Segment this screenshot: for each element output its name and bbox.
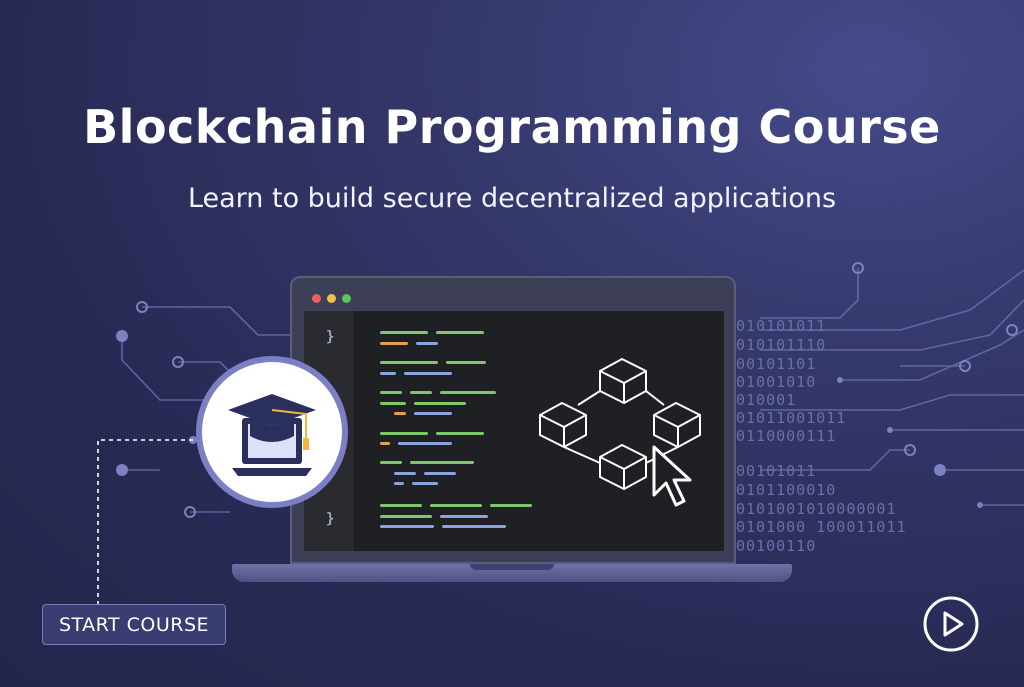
code-line (380, 504, 422, 507)
binary-line: 0101100010 (736, 481, 837, 499)
binary-line: 010001 (736, 391, 797, 409)
code-line (380, 432, 428, 435)
binary-line: 0110000111 (736, 427, 837, 445)
code-line (380, 402, 406, 405)
code-line (380, 515, 432, 518)
code-line (410, 461, 474, 464)
code-line (414, 412, 452, 415)
start-course-button[interactable]: START COURSE (42, 604, 226, 645)
minimize-dot-icon (327, 294, 336, 303)
laptop-notch (470, 564, 554, 570)
page-title: Blockchain Programming Course (83, 100, 941, 154)
blockchain-blocks-icon (539, 358, 701, 490)
code-line (424, 472, 456, 475)
binary-line: 00101101 (736, 355, 817, 373)
binary-line: 0101001010000001 (736, 500, 897, 518)
binary-line: 010101110 (736, 336, 827, 354)
binary-line: 01011001011 (736, 409, 847, 427)
code-line (380, 391, 402, 394)
code-line (380, 442, 390, 445)
maximize-dot-icon (342, 294, 351, 303)
code-line (394, 472, 416, 475)
code-line (490, 504, 532, 507)
code-line (380, 525, 434, 528)
code-line (410, 391, 432, 394)
code-line (436, 331, 484, 334)
code-line (442, 525, 506, 528)
code-line (380, 361, 438, 364)
mouse-pointer-icon (652, 445, 692, 507)
code-line (436, 432, 484, 435)
code-line (412, 482, 438, 485)
graduation-cap-icon (228, 394, 316, 476)
play-button[interactable] (922, 595, 980, 653)
code-line (394, 412, 406, 415)
close-dot-icon (312, 294, 321, 303)
page-subtitle: Learn to build secure decentralized appl… (187, 183, 837, 214)
window-controls (312, 294, 351, 303)
code-line (430, 504, 482, 507)
code-line (380, 331, 428, 334)
code-line (416, 342, 438, 345)
code-line (380, 372, 396, 375)
code-line (446, 361, 486, 364)
code-line (380, 342, 408, 345)
code-line (398, 442, 452, 445)
code-line (414, 402, 466, 405)
laptop-base (232, 564, 792, 582)
binary-line: 00100110 (736, 537, 817, 555)
code-line (380, 461, 402, 464)
code-editor-screen: } } (304, 311, 724, 551)
binary-line: 0101000 100011011 (736, 518, 907, 536)
play-icon (923, 596, 979, 652)
binary-line: 00101011 (736, 462, 817, 480)
laptop-illustration: } } (290, 276, 736, 564)
code-line (440, 391, 496, 394)
graduation-cap-laptop-icon (196, 356, 348, 508)
gutter-brace: } (326, 329, 335, 345)
code-line (440, 515, 488, 518)
code-line (404, 372, 452, 375)
gutter-brace: } (326, 511, 335, 527)
code-line (394, 482, 404, 485)
binary-line: 01001010 (736, 373, 817, 391)
binary-line: 010101011 (736, 317, 827, 335)
